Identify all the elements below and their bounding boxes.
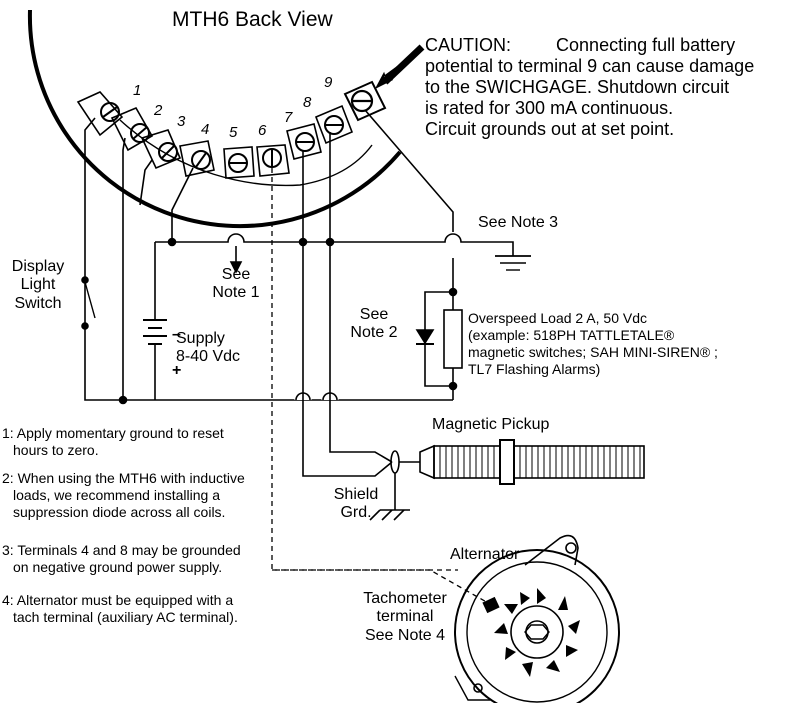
note-2: 2: When using the MTH6 with inductive lo… [2, 470, 245, 521]
terminal-4 [179, 140, 215, 177]
caution-tail: Connecting full battery [556, 35, 736, 55]
terminal-number-9: 9 [324, 74, 333, 91]
overspeed-line-4: TL7 Flashing Alarms) [468, 361, 601, 377]
terminal-number-3: 3 [177, 113, 186, 130]
note-1-line-2: hours to zero. [13, 442, 99, 458]
supply-minus-sign: – [172, 326, 181, 343]
note-4-line-1: 4: Alternator must be equipped with a [2, 592, 234, 608]
note-4: 4: Alternator must be equipped with a ta… [2, 592, 238, 626]
note-2-line-3: suppression diode across all coils. [13, 504, 226, 520]
diagram-title: MTH6 Back View [172, 8, 333, 31]
caution-line-4: is rated for 300 mA continuous. [425, 98, 674, 118]
see-note-1-label: See Note 1 [203, 266, 269, 303]
note-2-line-2: loads, we recommend installing a [13, 487, 220, 503]
terminal-number-1: 1 [133, 82, 142, 99]
supply-plus-sign: + [172, 362, 182, 379]
terminal-6 [256, 144, 290, 177]
terminal-number-8: 8 [303, 94, 312, 111]
note-3-line-1: 3: Terminals 4 and 8 may be grounded [2, 542, 241, 558]
see-note-1-line-1: See [221, 266, 251, 283]
terminal-1 [76, 91, 124, 137]
terminal-number-2: 2 [154, 102, 163, 119]
note-3: 3: Terminals 4 and 8 may be grounded on … [2, 542, 241, 576]
terminal-8 [314, 104, 354, 145]
shield-ground-label: Shield Grd. [330, 486, 382, 523]
terminal-block [76, 80, 387, 179]
terminal-number-5: 5 [229, 124, 238, 141]
caution-line-2: potential to terminal 9 can cause damage [425, 56, 755, 76]
alternator-icon [454, 534, 620, 703]
gauge-inner-arc [119, 119, 373, 187]
overspeed-load-label: Overspeed Load 2 A, 50 Vdc (example: 518… [468, 310, 718, 378]
overspeed-line-1: Overspeed Load 2 A, 50 Vdc [468, 310, 648, 326]
see-note-2-line-1: See [359, 306, 389, 323]
gauge-body-arc [27, 9, 402, 229]
display-light-switch-label: Display Light Switch [2, 258, 74, 313]
supply-label: Supply 8-40 Vdc [176, 330, 240, 367]
magnetic-pickup-label: Magnetic Pickup [432, 416, 550, 433]
terminal-9 [343, 80, 387, 122]
alternator-label: Alternator [450, 546, 520, 563]
terminal-number-7: 7 [284, 109, 293, 126]
terminal-5 [223, 146, 255, 179]
overspeed-load [443, 309, 463, 369]
see-note-2-label: See Note 2 [344, 306, 404, 343]
terminal-3 [140, 129, 182, 170]
terminal-number-6: 6 [258, 122, 267, 139]
display-switch-line-3: Switch [14, 294, 62, 312]
overspeed-line-3: magnetic switches; SAH MINI-SIREN® ; [468, 344, 718, 360]
supply-line-2: 8-40 Vdc [176, 348, 241, 366]
display-switch-line-2: Light [20, 276, 56, 294]
diode-icon [415, 329, 435, 345]
see-note-2-line-2: Note 2 [350, 324, 398, 342]
shield-line-2: Grd. [340, 504, 372, 522]
see-note-1-line-2: Note 1 [212, 284, 260, 302]
caution-note: CAUTION: Connecting full battery potenti… [425, 35, 754, 140]
terminal-number-4: 4 [201, 121, 210, 138]
note-1: 1: Apply momentary ground to reset hours… [2, 425, 224, 459]
magnetic-pickup-icon [419, 439, 645, 485]
note-4-line-2: tach terminal (auxiliary AC terminal). [13, 609, 238, 625]
note-3-line-2: on negative ground power supply. [13, 559, 223, 575]
caution-head: CAUTION: [425, 35, 512, 55]
tachometer-line-2: terminal [376, 608, 434, 626]
alternator-fan [494, 588, 580, 677]
tachometer-line-1: Tachometer [363, 590, 447, 607]
terminal-7 [286, 123, 322, 160]
display-switch-line-1: Display [11, 258, 65, 275]
tachometer-terminal-label: Tachometer terminal See Note 4 [350, 590, 460, 645]
terminal-2 [110, 106, 154, 152]
shield-line-1: Shield [333, 486, 379, 503]
note-1-line-1: 1: Apply momentary ground to reset [2, 425, 224, 441]
see-note-3-label: See Note 3 [478, 214, 559, 231]
note-2-line-1: 2: When using the MTH6 with inductive [2, 470, 245, 486]
supply-line-1: Supply [176, 330, 225, 347]
tachometer-line-3: See Note 4 [364, 626, 446, 644]
caution-line-5: Circuit grounds out at set point. [425, 119, 675, 139]
overspeed-line-2: (example: 518PH TATTLETALE® [468, 327, 675, 343]
caution-line-3: to the SWICHGAGE. Shutdown circuit [425, 77, 730, 97]
